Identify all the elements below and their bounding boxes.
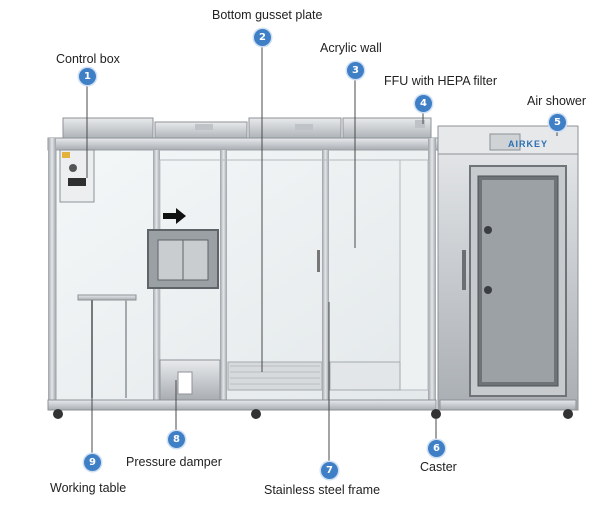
callout-number-5: 5 — [549, 114, 566, 131]
label-air-shower: Air shower — [527, 94, 587, 108]
label-acrylic-wall: Acrylic wall — [320, 41, 382, 55]
label-working-table: Working table — [50, 481, 127, 495]
callout-number-6: 6 — [428, 440, 445, 457]
callout-number-2: 2 — [254, 29, 271, 46]
ffu-units — [62, 117, 432, 141]
callout-number-7: 7 — [321, 462, 338, 479]
label-bottom-gusset-plate: Bottom gusset plate — [212, 8, 323, 22]
label-stainless-steel-frame: Stainless steel frame — [264, 483, 381, 497]
callout-number-3: 3 — [347, 62, 364, 79]
label-ffu-hepa: FFU with HEPA filter — [384, 74, 497, 88]
callout-number-1: 1 — [79, 68, 96, 85]
air-shower-brand-logo: AIRKEY — [508, 139, 549, 149]
casters — [53, 409, 573, 419]
label-pressure-damper: Pressure damper — [126, 455, 222, 469]
cleanroom-frame — [47, 137, 441, 411]
callout-number-9: 9 — [84, 454, 101, 471]
leader-lines — [86, 46, 558, 462]
label-control-box: Control box — [56, 52, 120, 66]
air-shower-unit — [437, 125, 579, 411]
label-caster: Caster — [420, 460, 457, 474]
callout-number-8: 8 — [168, 431, 185, 448]
callout-number-4: 4 — [415, 95, 432, 112]
